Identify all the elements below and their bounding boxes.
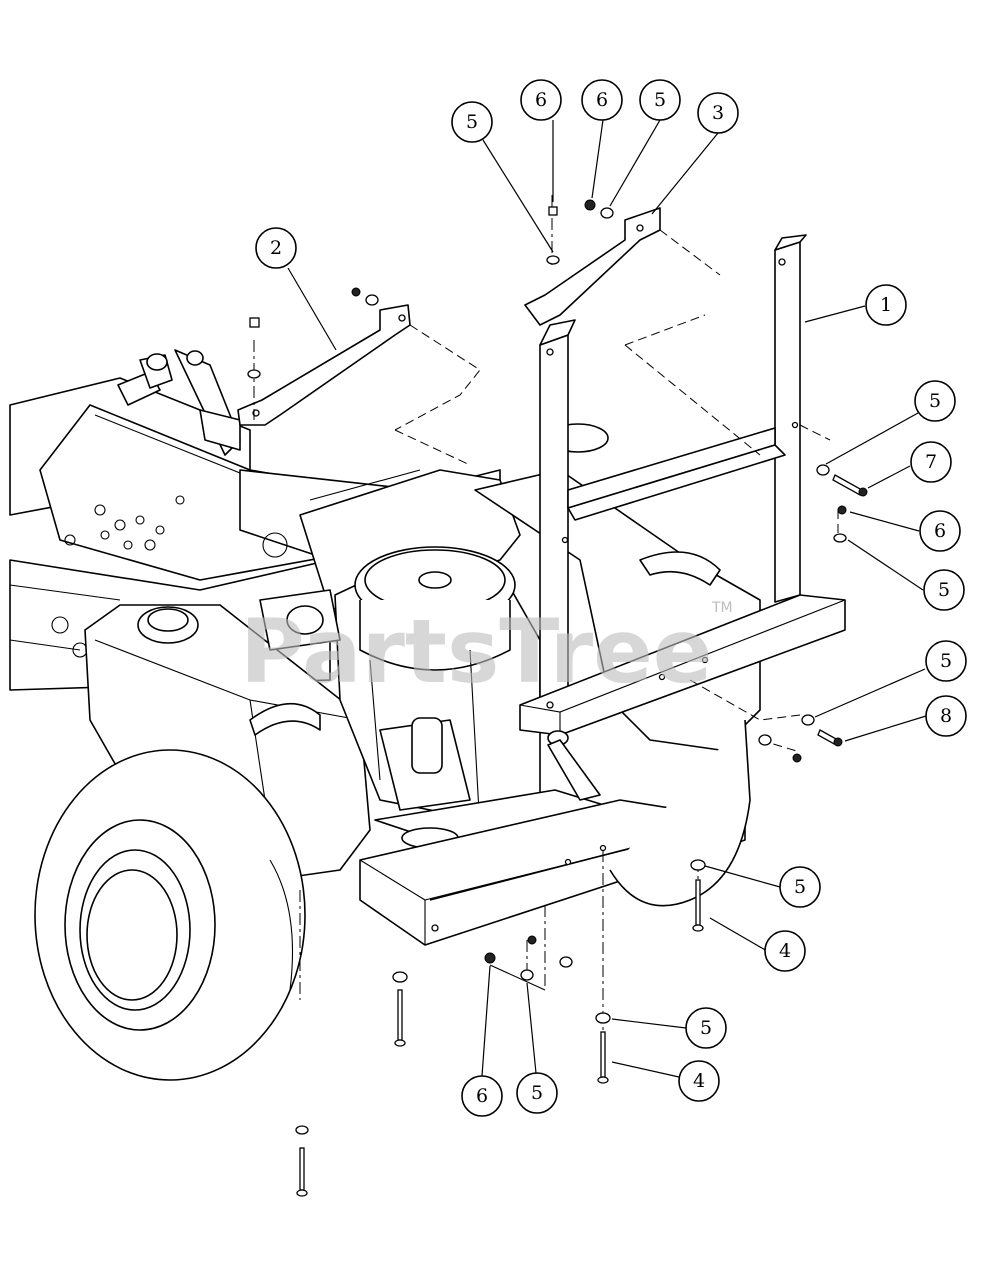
- callout-1: 1: [865, 284, 907, 326]
- svg-text:5: 5: [654, 89, 666, 111]
- svg-text:5: 5: [938, 579, 950, 601]
- svg-text:7: 7: [925, 451, 937, 473]
- svg-text:6: 6: [535, 89, 547, 111]
- svg-text:2: 2: [270, 237, 282, 259]
- callout-5-right-a: 5: [914, 380, 956, 422]
- callout-6-right: 6: [919, 510, 961, 552]
- svg-text:5: 5: [929, 390, 941, 412]
- svg-text:8: 8: [940, 705, 952, 727]
- bracket-part-3: [524, 207, 721, 346]
- svg-text:6: 6: [596, 89, 608, 111]
- hardware: [247, 199, 868, 1197]
- svg-text:1: 1: [880, 294, 892, 316]
- rops-frame-part-1: [519, 234, 846, 801]
- svg-text:3: 3: [712, 102, 724, 124]
- callout-5-right-c: 5: [925, 640, 967, 682]
- watermark-tm: TM: [711, 600, 733, 616]
- callout-8: 8: [925, 695, 967, 737]
- callout-5-top-b: 5: [639, 79, 681, 121]
- callout-5-top-a: 5: [451, 101, 493, 143]
- svg-text:5: 5: [466, 111, 478, 133]
- svg-text:4: 4: [779, 940, 791, 962]
- callout-5-right-b: 5: [923, 569, 965, 611]
- callout-4-bottom: 4: [678, 1060, 720, 1102]
- watermark-text: PartsTree: [240, 600, 712, 703]
- svg-text:5: 5: [700, 1017, 712, 1039]
- watermark: PartsTree TM: [240, 600, 733, 703]
- callout-6-top-a: 6: [520, 79, 562, 121]
- callout-7: 7: [910, 441, 952, 483]
- callout-6-bottom: 6: [461, 1075, 503, 1117]
- engine: [259, 469, 621, 849]
- svg-text:5: 5: [940, 650, 952, 672]
- bracket-part-2: [237, 304, 481, 466]
- assembly-lines: [253, 195, 839, 1080]
- callout-6-top-b: 6: [581, 79, 623, 121]
- svg-text:6: 6: [476, 1085, 488, 1107]
- svg-text:4: 4: [693, 1070, 705, 1092]
- callout-3: 3: [697, 92, 739, 134]
- svg-text:6: 6: [934, 520, 946, 542]
- callout-5-bottom-a: 5: [685, 1007, 727, 1049]
- svg-text:5: 5: [531, 1082, 543, 1104]
- svg-text:5: 5: [794, 876, 806, 898]
- callout-5-right-d: 5: [779, 866, 821, 908]
- callout-2: 2: [255, 227, 297, 269]
- leader-lines: [287, 119, 927, 1078]
- callout-4-right: 4: [764, 930, 806, 972]
- callout-5-bottom-b: 5: [516, 1072, 558, 1114]
